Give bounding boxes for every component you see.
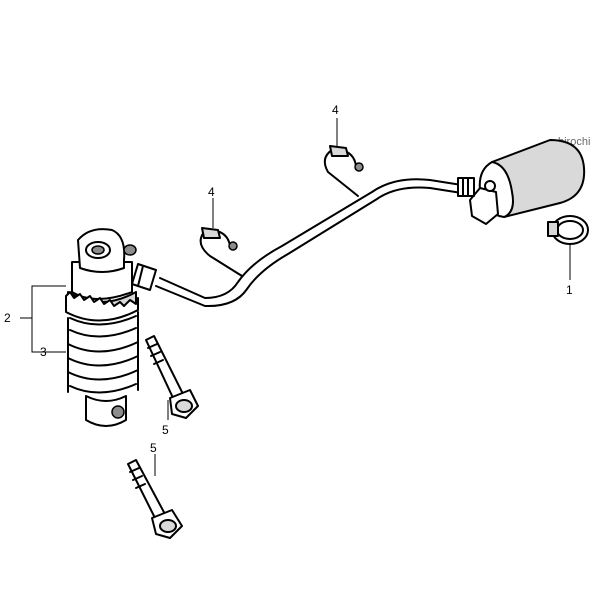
callout-5-upper: 5 — [162, 423, 169, 437]
leader-lines — [20, 118, 571, 476]
callout-4-upper: 4 — [332, 103, 339, 117]
bolt-upper — [145, 335, 199, 419]
callout-1: 1 — [566, 283, 573, 297]
band-clamp — [547, 215, 589, 245]
hose-clamp-lower — [199, 227, 243, 277]
reservoir-hose — [131, 177, 475, 308]
callout-3: 3 — [40, 345, 47, 359]
shock-absorber — [65, 228, 139, 427]
callout-4-lower: 4 — [208, 185, 215, 199]
callout-5-lower: 5 — [150, 441, 157, 455]
reservoir-canister — [469, 139, 586, 225]
bolt-lower — [127, 459, 183, 539]
hose-clamp-upper — [323, 145, 364, 197]
callout-2: 2 — [4, 311, 11, 325]
